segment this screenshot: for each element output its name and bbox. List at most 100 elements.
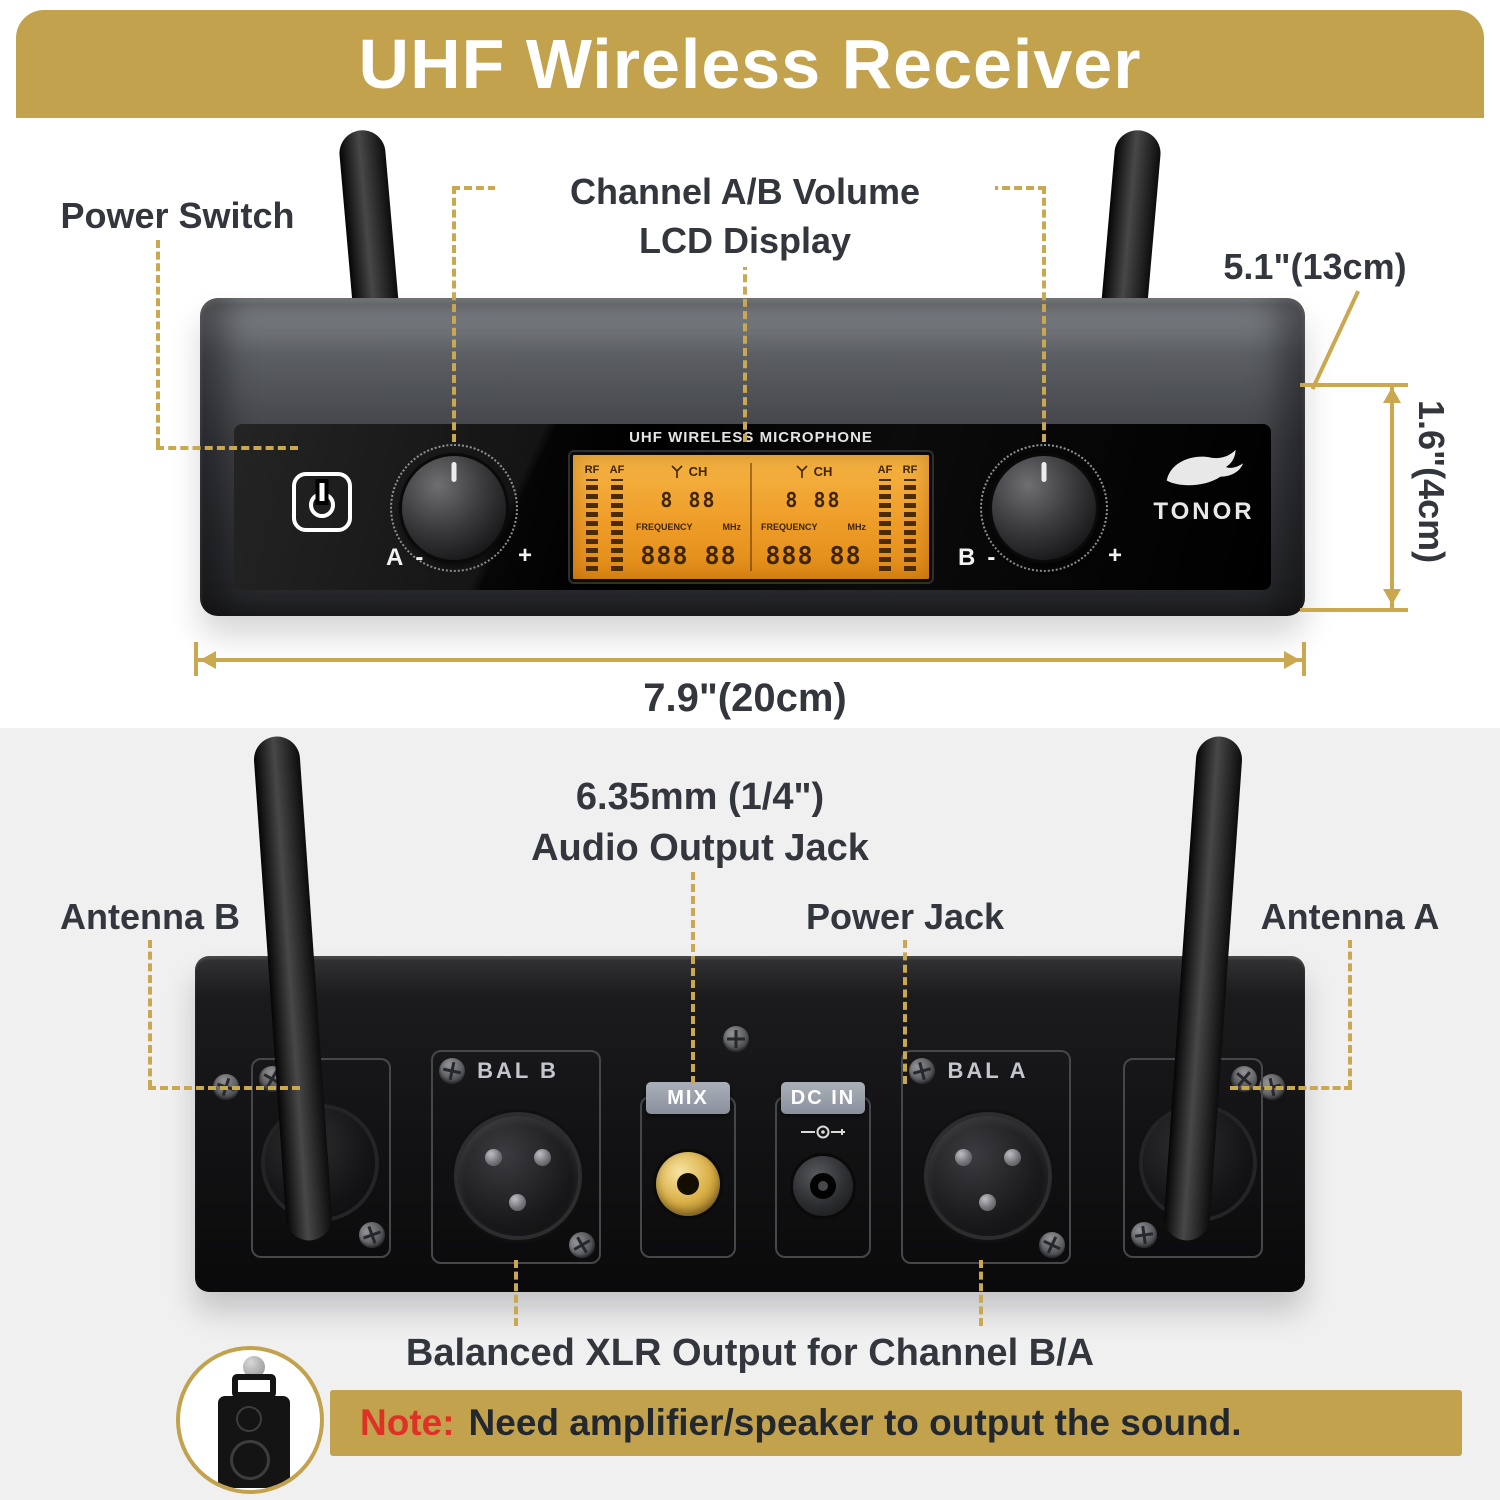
knob-a-tick-ring [390, 444, 518, 572]
plus-label: + [518, 542, 533, 569]
plus-label: + [1108, 542, 1123, 569]
rf-meter-left: RF [582, 463, 602, 571]
callout-line-antenna-a [1230, 1086, 1352, 1090]
lcd-channel-a-block: CH 8 88 FREQUENCY MHz 888 88 [632, 463, 745, 571]
dimension-height-line [1390, 387, 1394, 608]
mhz-label: MHz [847, 521, 867, 532]
volume-knob-b [992, 456, 1096, 560]
callout-power-jack: Power Jack [805, 896, 1005, 937]
level-meter-bars [904, 479, 916, 571]
mix-label-chip: MIX [646, 1082, 730, 1114]
dimension-width-label: 7.9"(20cm) [643, 676, 847, 720]
xlr-pin [485, 1149, 502, 1166]
callout-line-xlr-b [514, 1260, 518, 1326]
knob-a-label: A - [386, 544, 423, 572]
dimension-depth-label: 5.1"(13cm) [1223, 246, 1407, 287]
dc-in-label: DC IN [790, 1086, 856, 1109]
note-prefix: Note: [360, 1402, 455, 1443]
af-meter-right: AF [875, 463, 895, 571]
lcd-divider [750, 463, 752, 571]
callout-line-audio-jack [691, 872, 695, 1084]
callout-line-antenna-b [148, 940, 152, 1088]
channel-digits: 8 88 [660, 488, 717, 513]
callout-audio-jack-size: 6.35mm (1/4") [575, 776, 825, 818]
speaker-handle [232, 1374, 276, 1398]
dimension-depth-line [1310, 290, 1360, 390]
arrow-left-icon [200, 651, 216, 669]
callout-channel-lcd: Channel A/B Volume LCD Display [495, 166, 995, 268]
xlr-pin [509, 1194, 526, 1211]
callout-channel-volume: Channel A/B Volume [569, 171, 921, 212]
note-text: Need amplifier/speaker to output the sou… [468, 1402, 1242, 1443]
frequency-label: FREQUENCY [636, 521, 693, 532]
rf-meter-right: RF [900, 463, 920, 571]
level-meter-bars [586, 479, 598, 571]
dc-polarity-icon [801, 1125, 845, 1139]
screw [723, 1026, 749, 1052]
power-button [292, 472, 352, 532]
disco-ball-icon [243, 1356, 265, 1378]
dimension-height-label: 1.6"(4cm) [1411, 400, 1452, 564]
bal-b-label: BAL B [477, 1058, 559, 1083]
callout-line-antenna-a [1348, 940, 1352, 1088]
dimension-width-tick-right [1302, 642, 1306, 676]
ch-label: CH [688, 464, 708, 479]
speaker-thumbnail [176, 1346, 324, 1494]
af-meter-left: AF [607, 463, 627, 571]
volume-knob-a [402, 456, 506, 560]
frequency-label: FREQUENCY [761, 521, 818, 532]
knob-a-letter: A [386, 544, 404, 571]
power-icon-bar [319, 483, 325, 501]
xlr-pin [534, 1149, 551, 1166]
knob-b-tick-ring [980, 444, 1108, 572]
mix-audio-output-jack [656, 1152, 720, 1216]
channel-digits: 8 88 [785, 488, 842, 513]
note-bar: Note: Need amplifier/speaker to output t… [330, 1390, 1462, 1456]
knob-a-plus: + [518, 542, 532, 570]
receiver-rear-body: BAL B MIX DC IN [195, 956, 1305, 1292]
arrow-down-icon [1383, 589, 1401, 605]
panel-plate-bal-a: BAL A [901, 1050, 1071, 1264]
level-meter-bars [611, 479, 623, 571]
callout-audio-jack-text: Audio Output Jack [531, 827, 869, 870]
dimension-width-line [196, 658, 1304, 662]
callout-antenna-b: Antenna B [60, 896, 240, 937]
callout-line-knob-b [1042, 186, 1046, 442]
callout-antenna-a: Antenna A [1260, 896, 1440, 937]
callout-line-lcd [743, 262, 747, 442]
receiver-front-panel: A - + UHF WIRELESS MICROPHONE RF AF [234, 424, 1271, 590]
lcd-channel-b-block: CH 8 88 FREQUENCY MHz 888 88 [757, 463, 870, 571]
bal-a-label: BAL A [947, 1058, 1029, 1083]
ch-label: CH [813, 464, 833, 479]
brand-text: TONOR [1153, 498, 1255, 525]
mix-label: MIX [667, 1086, 709, 1109]
tonor-whale-logo-icon [1166, 449, 1244, 486]
speaker-tweeter [236, 1406, 262, 1432]
level-meter-bars [879, 479, 891, 571]
callout-xlr-output: Balanced XLR Output for Channel B/A [405, 1332, 1095, 1374]
callout-power-switch: Power Switch [60, 195, 295, 236]
speaker-woofer [230, 1440, 270, 1480]
dimension-height-tick-bottom [1300, 608, 1408, 612]
callout-line-knob-a [452, 186, 456, 442]
page-title: UHF Wireless Receiver [358, 25, 1142, 103]
antenna-signal-icon [796, 464, 808, 478]
dimension-width-tick-left [194, 642, 198, 676]
power-jack-dc-in [793, 1156, 853, 1216]
xlr-pin [1004, 1149, 1021, 1166]
dc-jack-pin [818, 1181, 828, 1191]
xlr-pin [979, 1194, 996, 1211]
dimension-height-tick-top [1300, 383, 1408, 387]
callout-lcd-display: LCD Display [638, 219, 852, 261]
xlr-connector-b [458, 1116, 578, 1236]
minus-label: - [987, 544, 996, 571]
lcd-header-text: UHF WIRELESS MICROPHONE [629, 429, 873, 446]
minus-label: - [415, 544, 424, 571]
antenna-signal-icon [671, 464, 683, 478]
knob-b-letter: B [958, 544, 976, 571]
xlr-connector-a [928, 1116, 1048, 1236]
xlr-pin [955, 1149, 972, 1166]
callout-audio-jack: 6.35mm (1/4") Audio Output Jack [450, 772, 950, 875]
callout-line-power-switch [156, 240, 160, 446]
